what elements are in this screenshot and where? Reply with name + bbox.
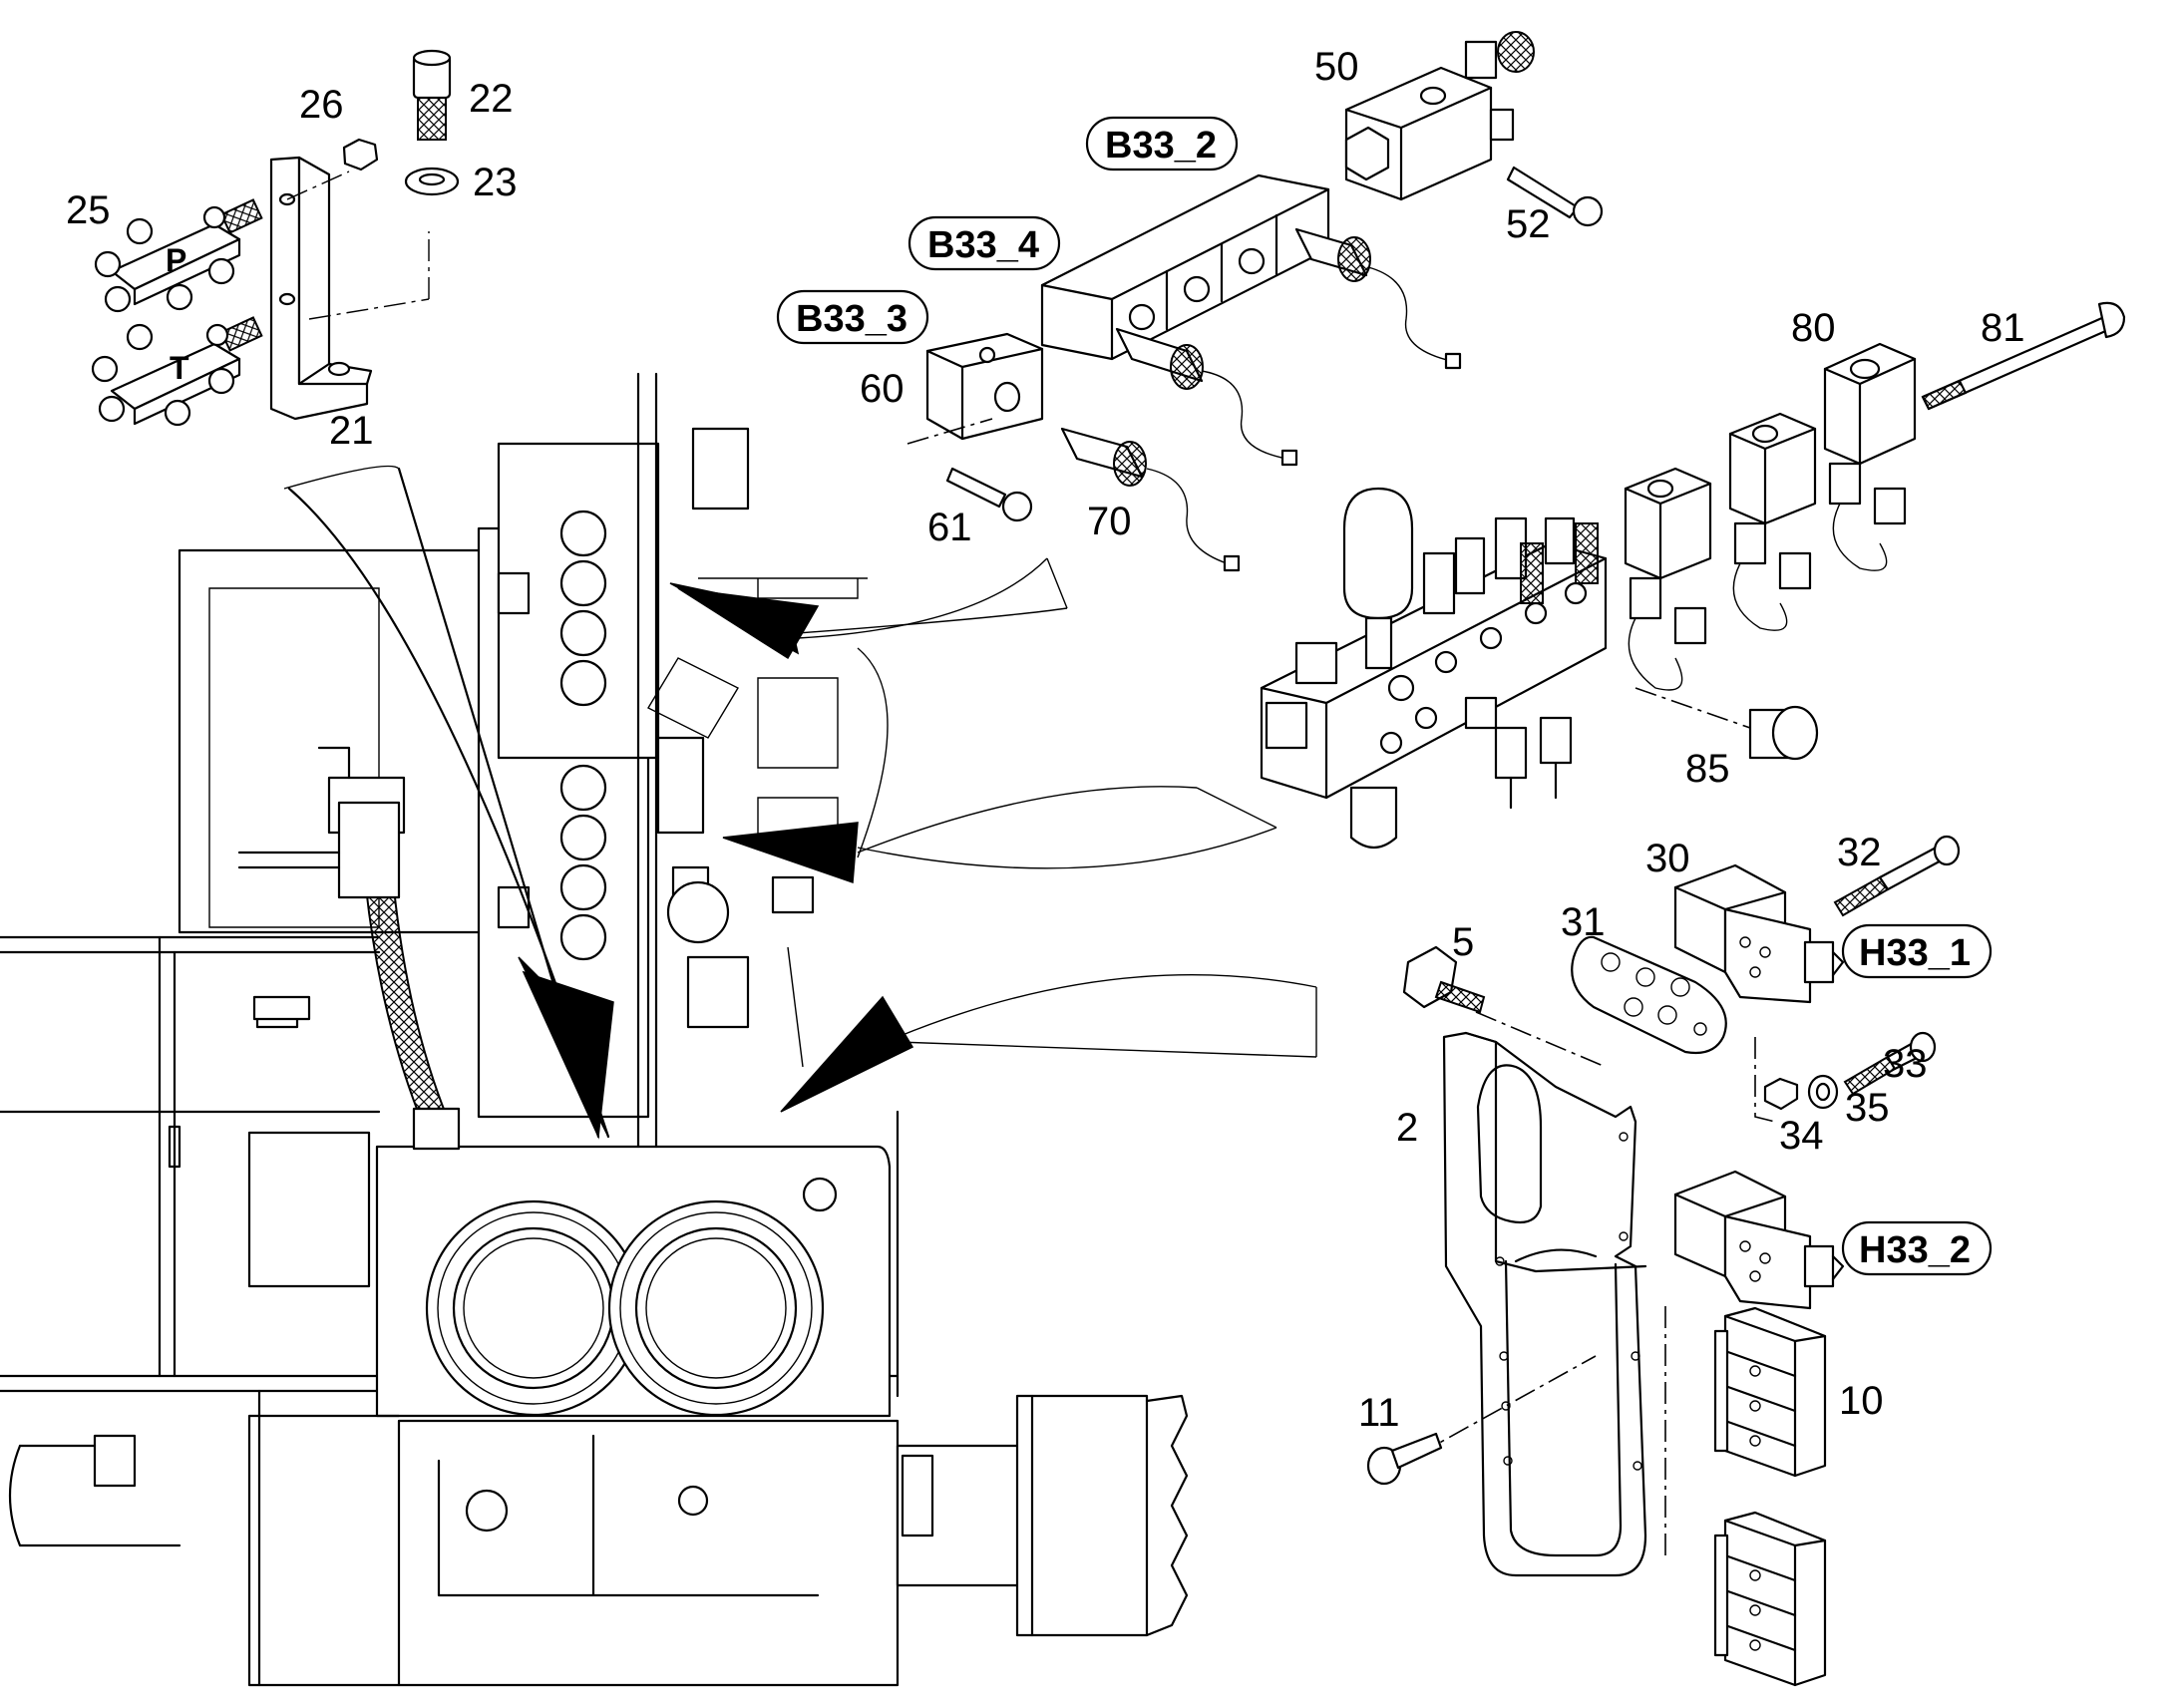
valve-block-a <box>1624 467 1712 691</box>
callout-50: 50 <box>1314 45 1359 89</box>
tag-h33-2: H33_2 <box>1859 1229 1971 1271</box>
tag-frame-h33-2 <box>1841 1220 1993 1276</box>
bolt-22 <box>412 49 452 141</box>
port-block-p: P <box>94 198 263 313</box>
port-block-t: T <box>91 316 263 427</box>
callout-70: 70 <box>1087 500 1132 543</box>
callout-11: 11 <box>1358 1391 1400 1435</box>
hydraulic-hose <box>237 746 461 1151</box>
callout-60: 60 <box>860 367 905 411</box>
machine-assembly <box>0 372 1317 1687</box>
callout-52: 52 <box>1506 202 1551 246</box>
callout-32: 32 <box>1837 831 1882 874</box>
tag-b33-3: B33_3 <box>796 298 908 340</box>
callout-10: 10 <box>1839 1379 1884 1423</box>
solenoid-coil-70 <box>1060 427 1241 572</box>
b33-valve-group <box>907 31 1604 572</box>
callout-numbers: 26 22 23 25 21 50 52 60 61 70 80 81 85 3… <box>66 45 2025 1435</box>
callout-33: 33 <box>1883 1042 1928 1086</box>
valve-block-b <box>1728 412 1817 631</box>
bore-right <box>607 1199 825 1417</box>
block-60 <box>925 332 1044 441</box>
callout-80: 80 <box>1791 306 1836 350</box>
leader-arrows <box>283 465 1317 1140</box>
callout-5: 5 <box>1452 920 1474 964</box>
callout-61: 61 <box>927 506 972 549</box>
valve-stack <box>477 372 889 1149</box>
port-label-t: T <box>170 350 189 386</box>
valve-50 <box>1344 31 1535 201</box>
right-manifold <box>1260 487 1819 850</box>
tag-frame-b33-3 <box>776 289 929 345</box>
tag-frame-h33-1 <box>1841 923 1993 979</box>
solenoid-coil-b33-2 <box>1294 227 1462 370</box>
reference-tags: B33_2 B33_4 B33_3 H33_1 H33_2 <box>776 116 1993 1276</box>
tag-frame-b33-2 <box>1085 116 1239 171</box>
callout-35: 35 <box>1845 1086 1890 1130</box>
plate-assembly <box>1366 835 1961 1687</box>
valve-h33-2 <box>1673 1170 1845 1310</box>
valve-h33-1 <box>1673 863 1845 1004</box>
valves-80 <box>1624 301 2126 691</box>
callout-81: 81 <box>1981 306 2025 350</box>
tag-b33-2: B33_2 <box>1105 125 1217 167</box>
callout-26: 26 <box>299 83 344 127</box>
callout-22: 22 <box>469 77 514 121</box>
bracket-assembly: P T <box>91 49 460 427</box>
tag-h33-1: H33_1 <box>1859 932 1971 974</box>
valve-block-c <box>1823 342 1917 571</box>
callout-2: 2 <box>1396 1106 1418 1150</box>
valve-stack-10-lower <box>1713 1511 1827 1687</box>
callout-30: 30 <box>1645 837 1690 880</box>
callout-21: 21 <box>329 409 374 453</box>
callout-25: 25 <box>66 188 111 232</box>
tag-b33-4: B33_4 <box>927 224 1039 266</box>
valve-stack-10-upper <box>1713 1306 1827 1478</box>
callout-34: 34 <box>1779 1114 1824 1158</box>
callout-85: 85 <box>1685 747 1730 791</box>
callout-23: 23 <box>473 161 518 204</box>
solenoid-coil-b33-4 <box>1115 327 1298 467</box>
port-label-p: P <box>166 242 186 278</box>
callout-31: 31 <box>1561 900 1606 944</box>
tag-frame-b33-4 <box>908 215 1061 271</box>
